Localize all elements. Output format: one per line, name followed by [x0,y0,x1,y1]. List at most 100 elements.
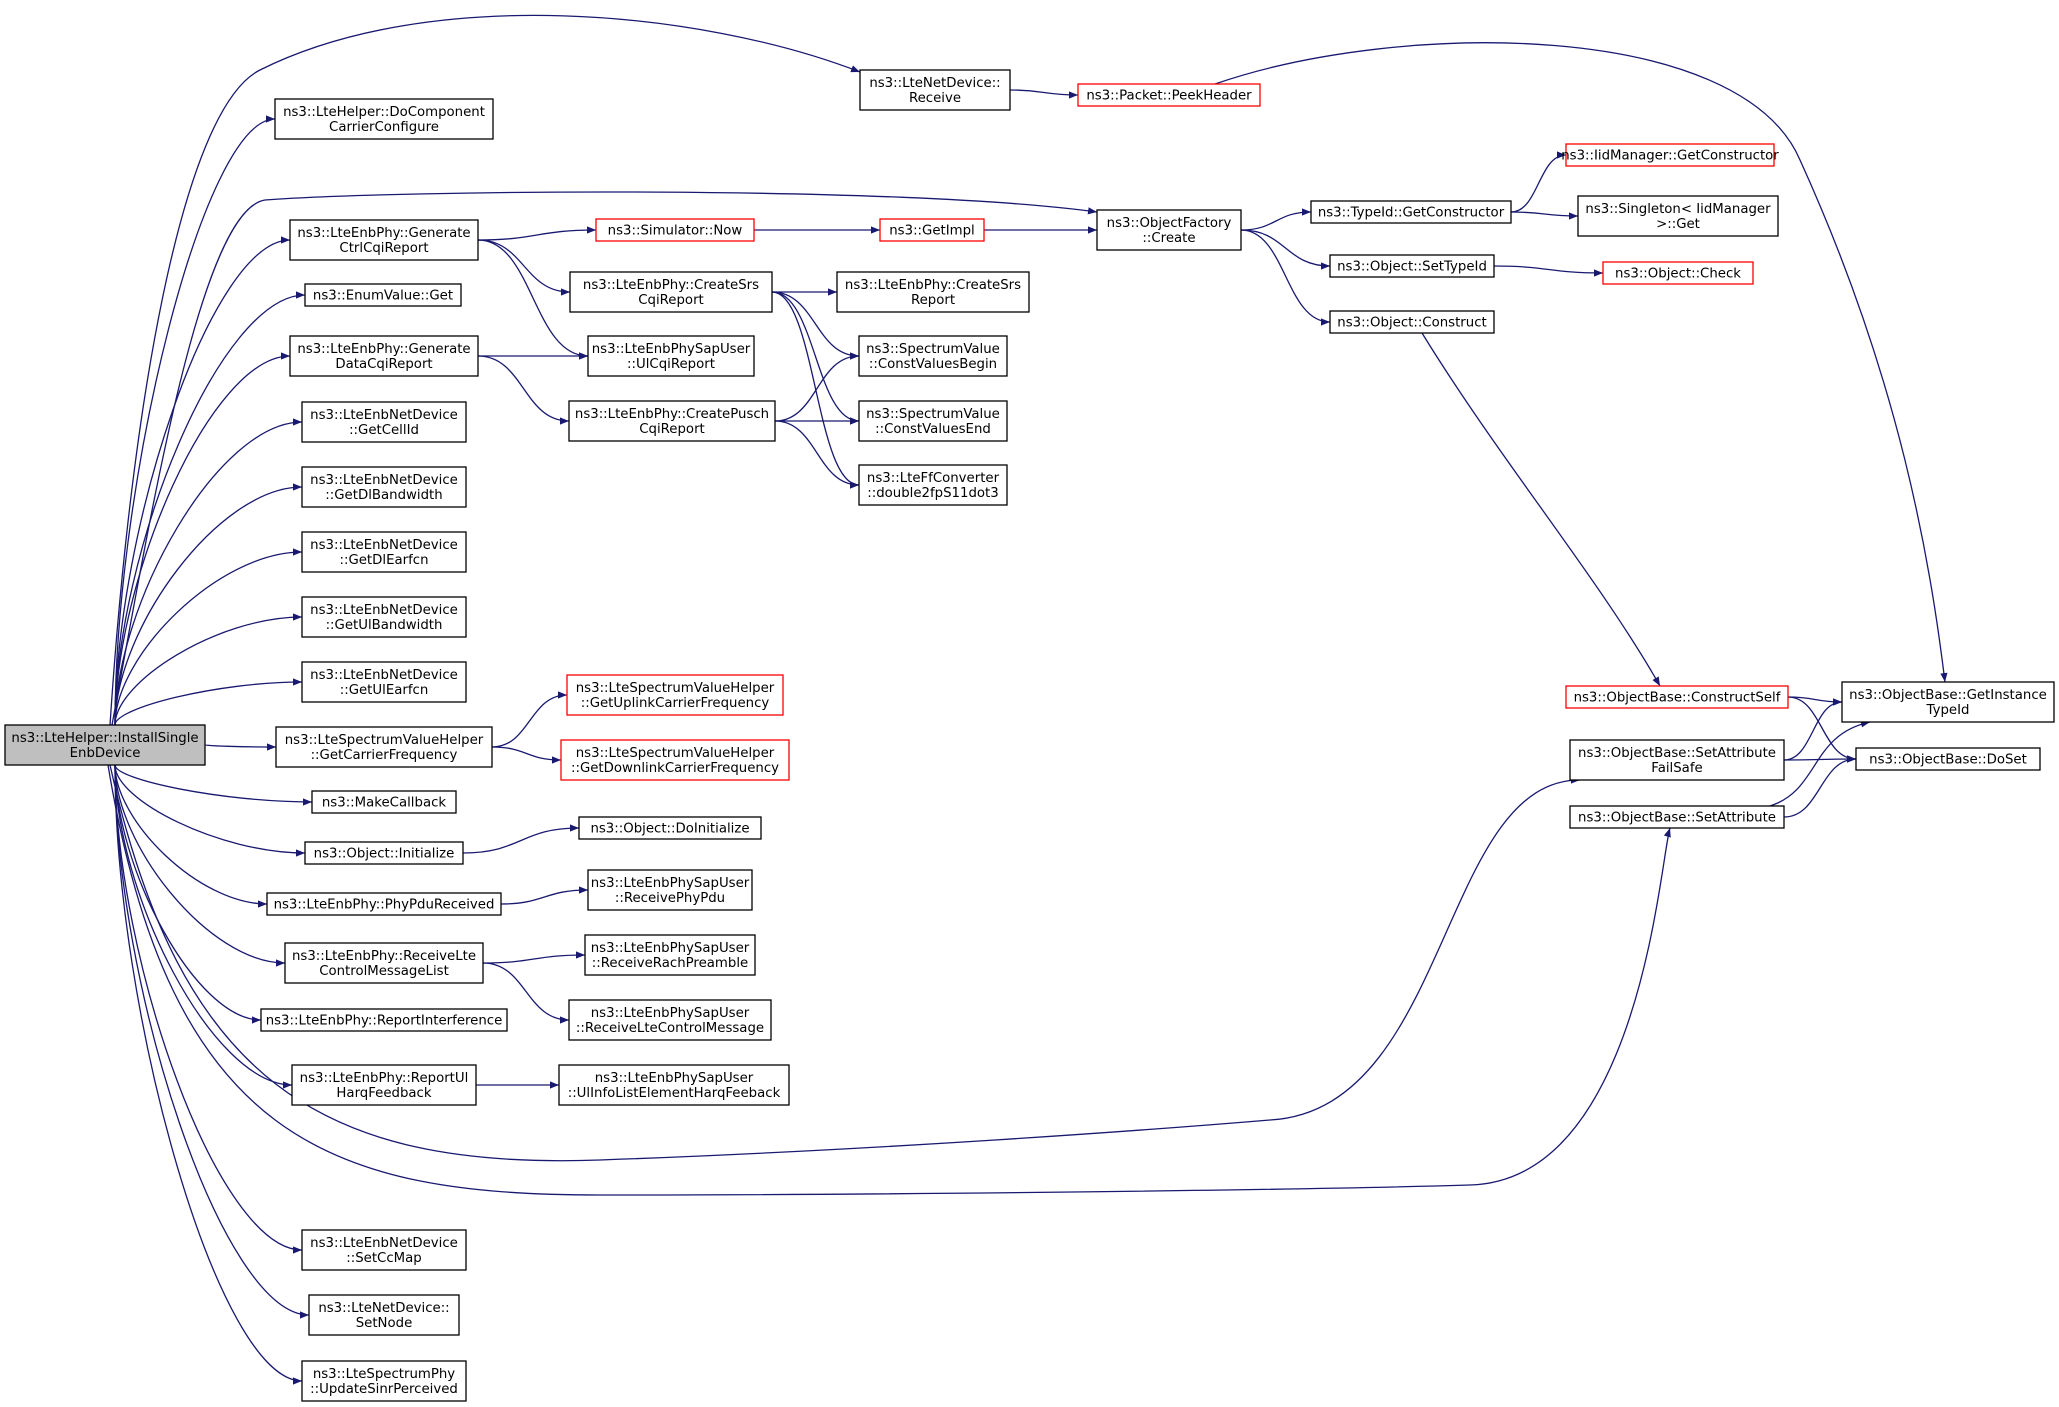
node-label: ns3::LteEnbNetDevice [310,603,458,618]
node-recv-phy-pdu[interactable]: ns3::LteEnbPhySapUser::ReceivePhyPdu [587,869,753,911]
node-label: ns3::ObjectBase::GetInstance [1849,688,2047,703]
node-label: ::ConstValuesEnd [875,422,991,437]
node-sim-now[interactable]: ns3::Simulator::Now [595,218,755,242]
node-box [301,1229,467,1271]
node-box [1310,200,1512,224]
edge-obj-factory-to-typeid-getc [1240,208,1312,231]
node-label: ::double2fpS11dot3 [867,486,998,501]
node-ff-conv[interactable]: ns3::LteFfConverter::double2fpS11dot3 [858,464,1008,506]
node-recv-ctrl[interactable]: ns3::LteEnbPhySapUser::ReceiveLteControl… [568,999,772,1041]
node-box [1096,209,1242,251]
node-label: SetNode [356,1316,413,1331]
node-get-dlbw[interactable]: ns3::LteEnbNetDevice::GetDlBandwidth [301,466,467,508]
node-ob-setattr[interactable]: ns3::ObjectBase::SetAttribute [1569,805,1785,829]
node-enum-get[interactable]: ns3::EnumValue::Get [304,283,462,307]
node-label: ControlMessageList [319,964,449,979]
node-iid-getc[interactable]: ns3::IidManager::GetConstructor [1561,143,1779,167]
node-label: ns3::ObjectBase::SetAttribute [1578,746,1776,761]
edge-typeid-getc-to-iid-getc [1510,151,1567,213]
node-get-cellid[interactable]: ns3::LteEnbNetDevice::GetCellId [301,401,467,443]
node-label: ns3::ObjectBase::DoSet [1869,753,2027,768]
node-obj-settypeid[interactable]: ns3::Object::SetTypeId [1329,254,1495,278]
node-get-dlearfcn[interactable]: ns3::LteEnbNetDevice::GetDlEarfcn [301,531,467,573]
node-phy-pdu[interactable]: ns3::LteEnbPhy::PhyPduReceived [266,892,502,916]
node-label: ns3::LteEnbPhy::ReportUl [300,1071,469,1086]
node-make-cb[interactable]: ns3::MakeCallback [311,790,457,814]
node-ul-info[interactable]: ns3::LteEnbPhySapUser::UlInfoListElement… [558,1064,790,1106]
node-get-uplink[interactable]: ns3::LteSpectrumValueHelper::GetUplinkCa… [566,674,784,716]
node-box [301,661,467,703]
node-update-sinr[interactable]: ns3::LteSpectrumPhy::UpdateSinrPerceived [301,1360,467,1402]
node-box [1565,143,1775,167]
node-label: ns3::Object::Check [1615,267,1741,282]
node-box [587,869,753,911]
node-peek-header[interactable]: ns3::Packet::PeekHeader [1077,83,1261,107]
node-obj-factory[interactable]: ns3::ObjectFactory::Create [1096,209,1242,251]
node-box [311,790,457,814]
node-box [301,596,467,638]
edge-root-to-get-ulbw [114,613,303,726]
node-ul-cqi[interactable]: ns3::LteEnbPhySapUser::UlCqiReport [587,335,755,377]
node-label: ns3::IidManager::GetConstructor [1561,149,1779,164]
node-set-node[interactable]: ns3::LteNetDevice::SetNode [308,1294,460,1336]
node-ob-doset[interactable]: ns3::ObjectBase::DoSet [1855,747,2041,771]
node-dccc[interactable]: ns3::LteHelper::DoComponentCarrierConfig… [274,98,494,140]
node-box [301,531,467,573]
edge-obj-settypeid-to-obj-check [1493,265,1604,277]
node-cv-end[interactable]: ns3::SpectrumValue::ConstValuesEnd [858,400,1008,442]
node-label: ns3::ObjectFactory [1107,216,1232,231]
node-label: ::ReceiveLteControlMessage [576,1021,764,1036]
node-label: CqiReport [639,422,705,437]
node-label: ns3::LteEnbPhy::PhyPduReceived [274,898,495,913]
node-recv-rach[interactable]: ns3::LteEnbPhySapUser::ReceiveRachPreamb… [584,934,756,976]
node-obj-check[interactable]: ns3::Object::Check [1602,261,1754,285]
node-label: CarrierConfigure [329,120,439,135]
node-get-ulearfcn[interactable]: ns3::LteEnbNetDevice::GetUlEarfcn [301,661,467,703]
node-label: ::ConstValuesBegin [869,357,997,372]
node-report-int[interactable]: ns3::LteEnbPhy::ReportInterference [260,1008,508,1032]
edge-root-to-dccc [114,115,276,726]
node-singleton-get[interactable]: ns3::Singleton< IidManager>::Get [1577,195,1779,237]
node-label: ns3::LteSpectrumValueHelper [576,681,775,696]
node-set-ccmap[interactable]: ns3::LteEnbNetDevice::SetCcMap [301,1229,467,1271]
node-label: ns3::TypeId::GetConstructor [1318,206,1505,221]
node-label: ::UpdateSinrPerceived [310,1382,458,1397]
node-typeid-getc[interactable]: ns3::TypeId::GetConstructor [1310,200,1512,224]
node-get-ulbw[interactable]: ns3::LteEnbNetDevice::GetUlBandwidth [301,596,467,638]
edge-root-to-phy-pdu [114,764,268,908]
node-get-impl[interactable]: ns3::GetImpl [879,218,985,242]
edge-gen-ctrl-to-create-srs [477,239,571,296]
node-netdev-recv[interactable]: ns3::LteNetDevice::Receive [859,69,1011,111]
edge-netdev-recv-to-peek-header [1009,89,1079,99]
node-label: ::ReceiveRachPreamble [592,956,748,971]
edge-root-to-recv-lte [114,764,286,967]
node-recv-lte[interactable]: ns3::LteEnbPhy::ReceiveLteControlMessage… [284,942,484,984]
node-do-init[interactable]: ns3::Object::DoInitialize [578,816,762,840]
node-obj-init[interactable]: ns3::Object::Initialize [304,841,464,865]
node-get-carrier[interactable]: ns3::LteSpectrumValueHelper::GetCarrierF… [275,726,493,768]
node-label: CqiReport [638,293,704,308]
node-box [301,466,467,508]
node-label: ns3::GetImpl [889,224,974,239]
edge-typeid-getc-to-singleton-get [1510,211,1579,220]
node-box [1602,261,1754,285]
node-label: ns3::Simulator::Now [608,224,743,239]
node-get-downlink[interactable]: ns3::LteSpectrumValueHelper::GetDownlink… [560,739,790,781]
node-label: ::GetUplinkCarrierFrequency [581,696,770,711]
node-box [568,400,776,442]
node-cv-begin[interactable]: ns3::SpectrumValue::ConstValuesBegin [858,335,1008,377]
node-label: ns3::LteSpectrumValueHelper [576,746,775,761]
node-label: ::SetCcMap [346,1251,421,1266]
node-label: ::GetDownlinkCarrierFrequency [571,761,779,776]
node-ob-constructself[interactable]: ns3::ObjectBase::ConstructSelf [1565,685,1789,709]
node-obj-construct[interactable]: ns3::Object::Construct [1329,310,1495,334]
